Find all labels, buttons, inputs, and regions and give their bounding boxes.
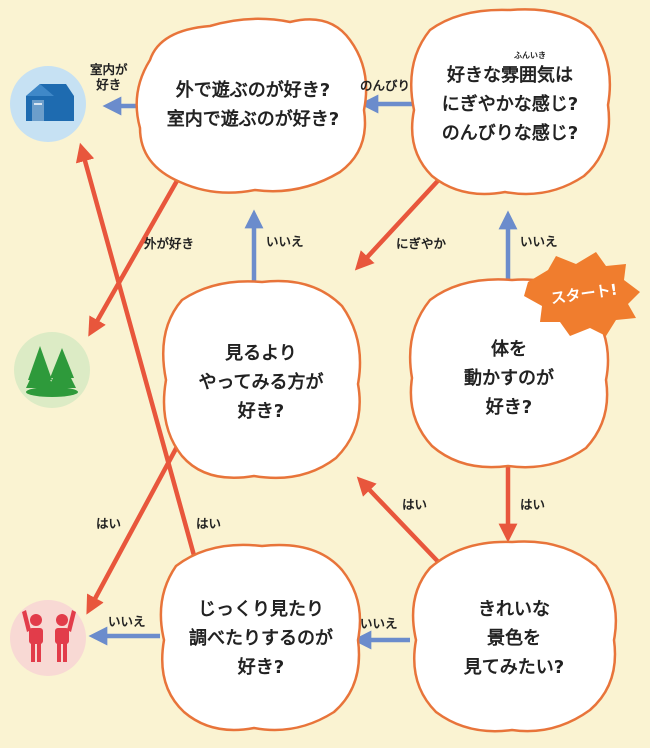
label-outdoor-indoor-line-1: 室内が	[90, 62, 128, 77]
question-research-line-1: じっくり見たり	[198, 598, 324, 620]
bubble-atmosphere	[409, 8, 612, 196]
question-body-line-2: 動かすのが	[464, 367, 554, 389]
label-research-no: いいえ	[108, 614, 146, 629]
question-atmosphere-line-3: のんびりな感じ?	[441, 122, 579, 144]
arrow-research-yes-to-house	[75, 142, 201, 571]
bubble-outdoor	[135, 17, 368, 194]
question-atmosphere-line-1: 好きな雰囲気は	[447, 64, 573, 86]
question-outdoor-line-1: 外で遊ぶのが好き?	[175, 80, 331, 101]
question-doing-line-3: 好き?	[237, 400, 285, 422]
trees-icon	[26, 346, 78, 397]
label-scenery-no: いいえ	[360, 616, 398, 631]
question-body: 体を 動かすのが 好き?	[412, 330, 606, 426]
question-scenery-line-3: 見てみたい?	[463, 656, 565, 678]
question-atmosphere-line-2: にぎやかな感じ?	[441, 93, 579, 115]
label-research-yes: はい	[196, 516, 222, 531]
label-outdoor-indoor: 室内が 好き	[90, 62, 128, 92]
label-doing-no: いいえ	[266, 234, 304, 249]
question-outdoor-line-2: 室内で遊ぶのが好き?	[166, 109, 340, 130]
question-doing: 見るより やってみる方が 好き?	[166, 334, 356, 430]
question-scenery-line-1: きれいな	[478, 598, 550, 620]
bubble-doing	[161, 279, 362, 480]
label-outdoor-indoor-line-2: 好き	[96, 77, 122, 92]
house-icon	[26, 84, 74, 121]
question-atmosphere: 好きな雰囲気は にぎやかな感じ? のんびりな感じ?	[410, 56, 610, 152]
question-body-line-3: 好き?	[485, 396, 533, 418]
arrow-outside-to-trees	[88, 170, 184, 337]
question-doing-line-2: やってみる方が	[198, 371, 324, 393]
question-doing-line-1: 見るより	[225, 342, 297, 364]
people-icon	[22, 610, 76, 662]
question-research-line-2: 調べたりするのが	[189, 627, 333, 649]
start-burst	[524, 252, 640, 336]
question-research: じっくり見たり 調べたりするのが 好き?	[164, 590, 358, 686]
question-outdoor: 外で遊ぶのが好き? 室内で遊ぶのが好き?	[142, 70, 364, 140]
label-scenery-yes: はい	[402, 497, 428, 512]
bubble-scenery	[411, 540, 618, 733]
question-body-line-1: 体を	[491, 338, 527, 360]
label-body-no: いいえ	[520, 234, 558, 249]
arrow-lively-to-doing	[354, 170, 448, 271]
bubble-research	[159, 543, 362, 732]
label-doing-yes: はい	[96, 516, 122, 531]
label-body-yes: はい	[520, 497, 546, 512]
label-atmos-relaxed: のんびり	[360, 78, 411, 93]
question-scenery: きれいな 景色を 見てみたい?	[416, 590, 612, 686]
label-atmos-lively: にぎやか	[396, 236, 447, 251]
question-scenery-line-2: 景色を	[487, 627, 541, 649]
atmosphere-ruby: ふんいき	[514, 51, 546, 60]
arrow-doing-yes-to-people	[86, 428, 188, 615]
arrow-scenery-yes-to-doing	[356, 476, 448, 572]
label-outdoor-outside: 外が好き	[144, 236, 195, 251]
question-research-line-3: 好き?	[237, 656, 285, 678]
